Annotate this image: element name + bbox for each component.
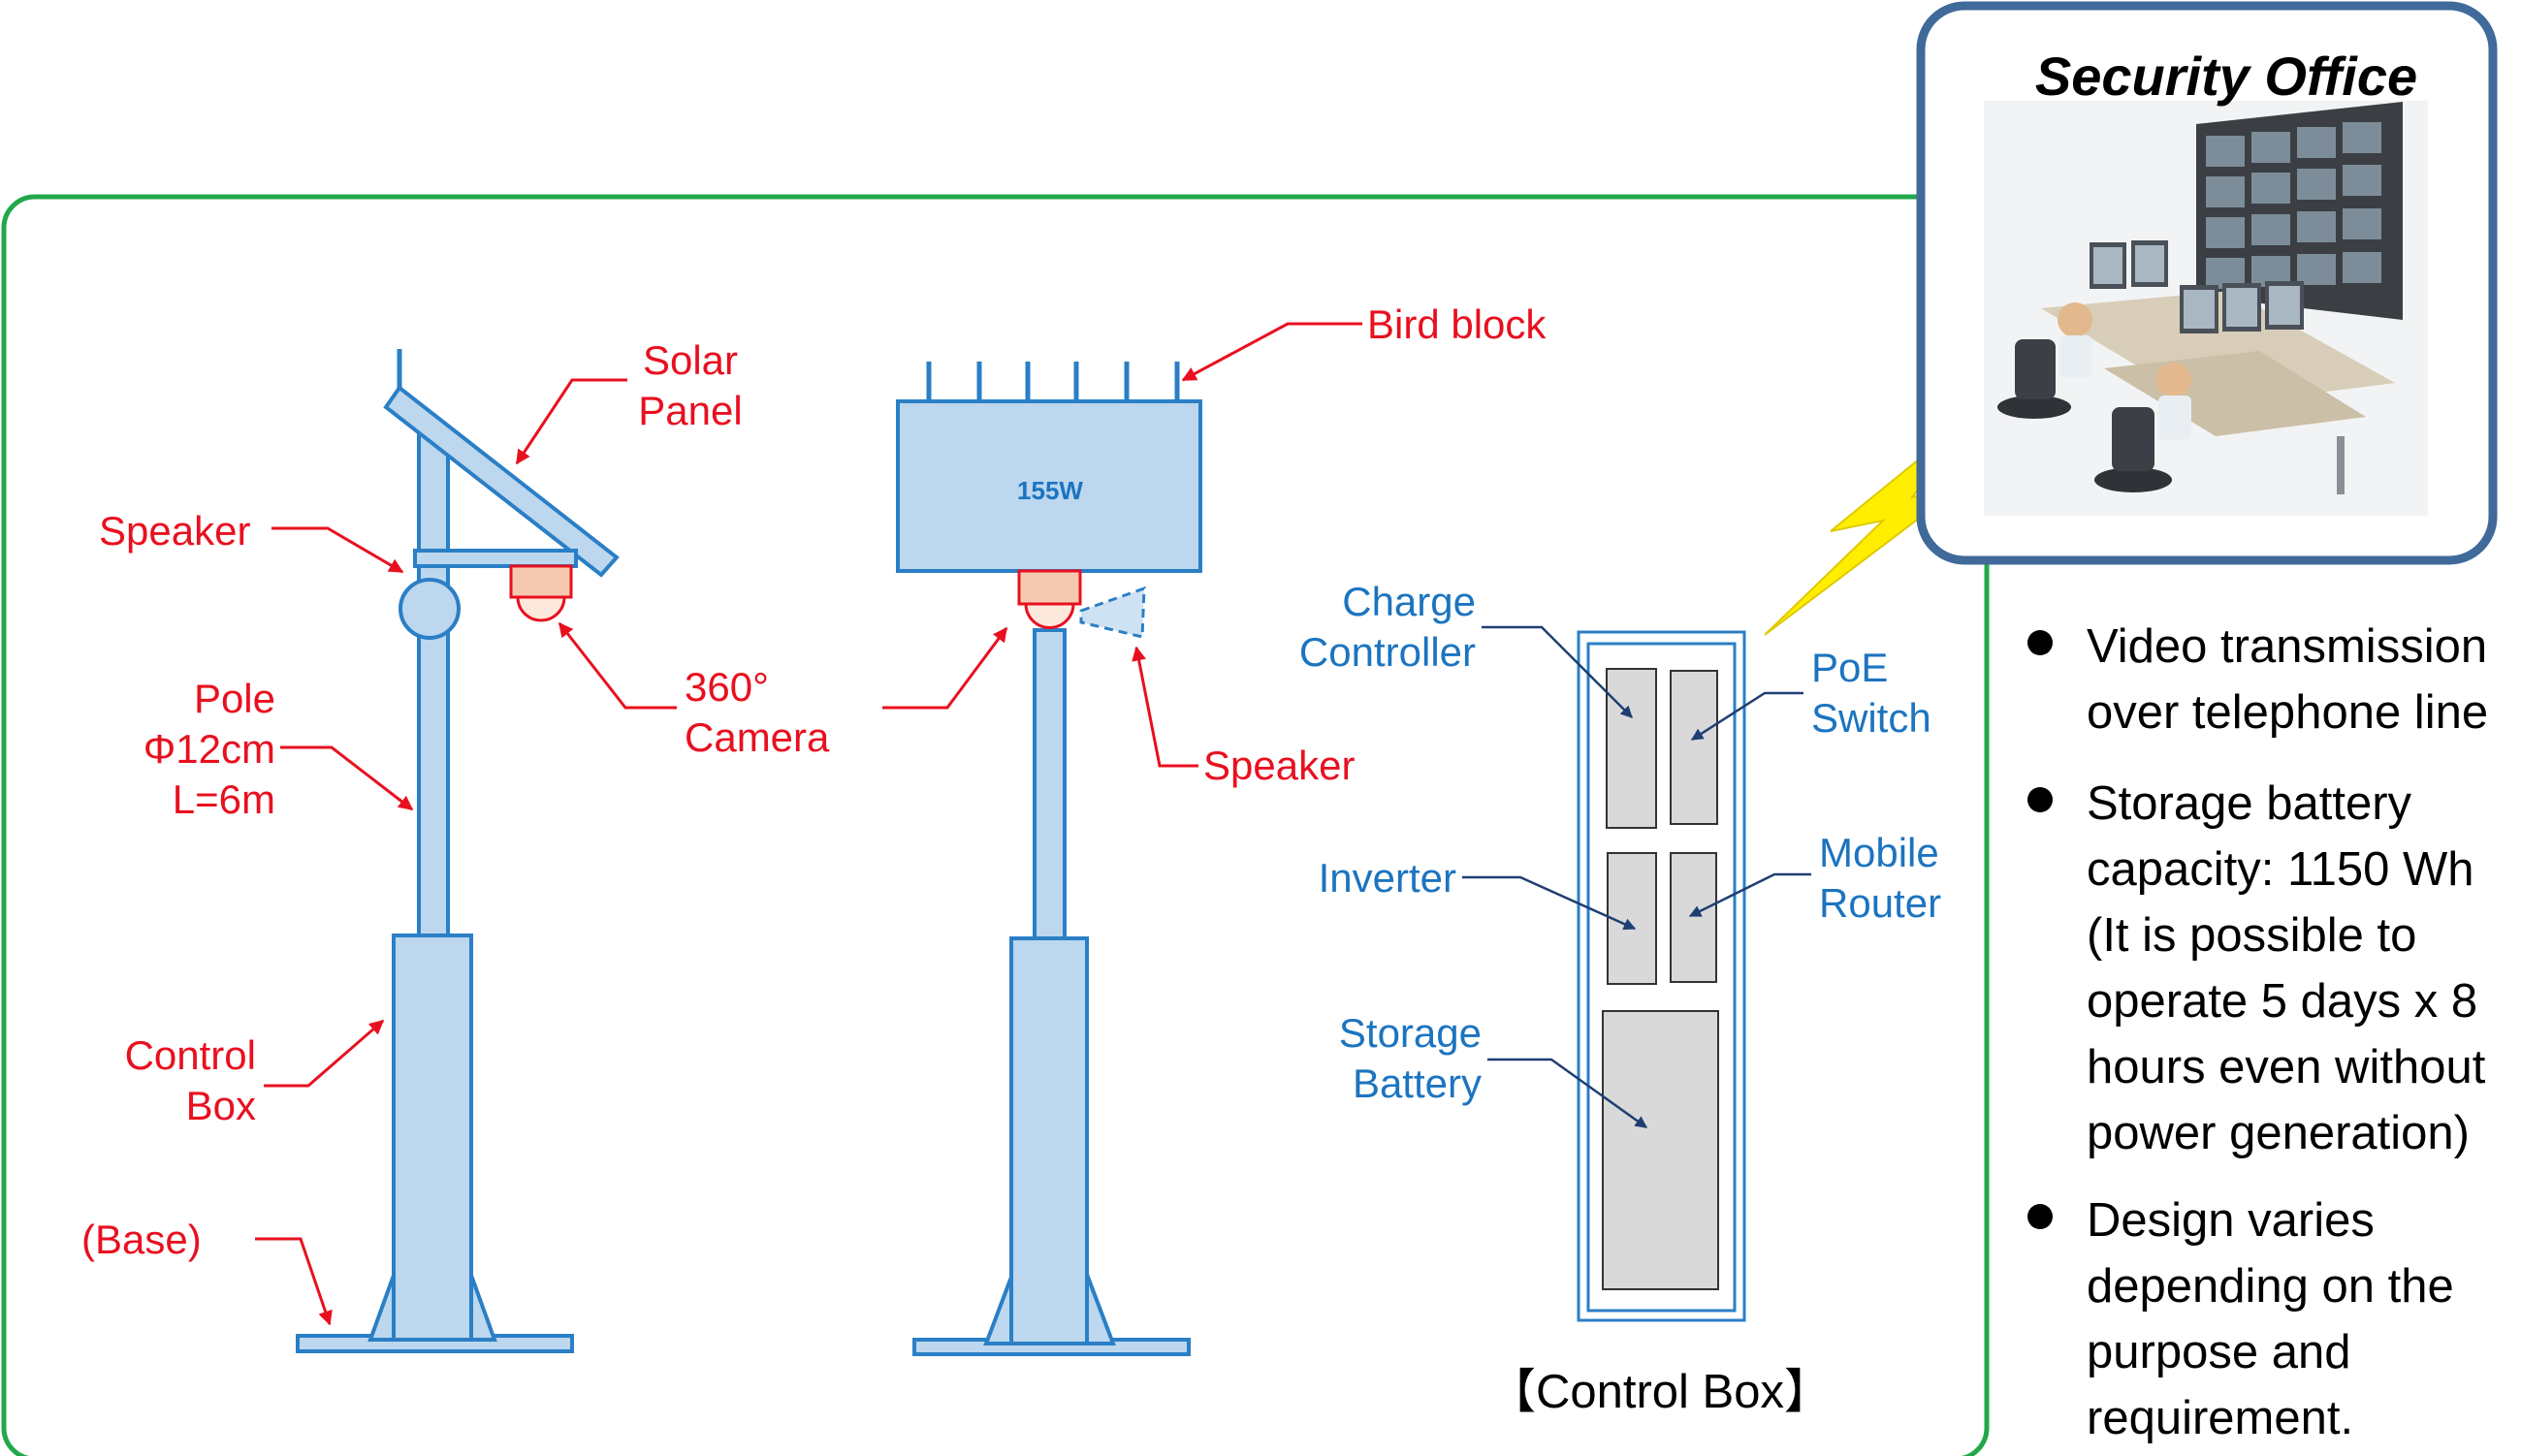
security-office-panel: Security Office xyxy=(1916,1,2498,565)
left-camera-dome xyxy=(516,595,566,622)
bird-block-spikes xyxy=(926,362,1180,401)
panel-wattage: 155W xyxy=(1017,476,1083,505)
right-control-box xyxy=(1009,936,1089,1345)
right-pole-assembly: 155W xyxy=(896,362,1202,1356)
label-base: (Base) xyxy=(81,1217,202,1262)
left-pole-assembly xyxy=(296,349,620,1353)
right-camera-dome xyxy=(1024,602,1075,629)
right-camera-housing xyxy=(1017,569,1082,606)
left-control-box xyxy=(392,934,473,1342)
right-arrows xyxy=(882,322,1362,768)
office-monitor-screens xyxy=(2093,245,2300,329)
label-camera: 360°Camera xyxy=(685,664,830,760)
security-office-title: Security Office xyxy=(2035,46,2417,107)
system-frame xyxy=(1,194,1990,1456)
label-left-speaker: Speaker xyxy=(99,508,250,554)
control-box-arrows xyxy=(1462,625,1811,1129)
left-speaker-circle xyxy=(399,578,461,640)
left-solar-panel xyxy=(383,385,620,578)
label-right-speaker: Speaker xyxy=(1203,743,1355,788)
note-bullet-1 xyxy=(2027,630,2053,655)
label-inverter: Inverter xyxy=(1319,855,1456,901)
office-desk-back xyxy=(2041,291,2395,407)
office-operators xyxy=(1997,302,2345,494)
left-crossarm xyxy=(413,549,578,568)
control-box-inner xyxy=(1586,642,1737,1313)
control-box-caption: 【Control Box】 xyxy=(1488,1366,1832,1418)
module-inverter xyxy=(1607,852,1657,985)
module-storage-battery xyxy=(1602,1010,1719,1290)
control-box-outer xyxy=(1577,630,1746,1322)
right-speaker-horn xyxy=(1079,586,1146,639)
right-pole-shaft xyxy=(1033,628,1067,940)
note-bullet-3 xyxy=(2027,1204,2053,1229)
module-mobile-router xyxy=(1670,852,1717,983)
module-charge-controller xyxy=(1606,668,1657,829)
label-bird-block: Bird block xyxy=(1367,301,1547,347)
right-solar-panel xyxy=(896,399,1202,573)
left-arrows xyxy=(255,378,677,1326)
control-box-detail xyxy=(1577,630,1746,1322)
left-camera-housing xyxy=(509,564,573,599)
module-poe-switch xyxy=(1670,670,1718,825)
note-bullet-2 xyxy=(2027,787,2053,812)
left-pole-shaft xyxy=(417,432,450,937)
